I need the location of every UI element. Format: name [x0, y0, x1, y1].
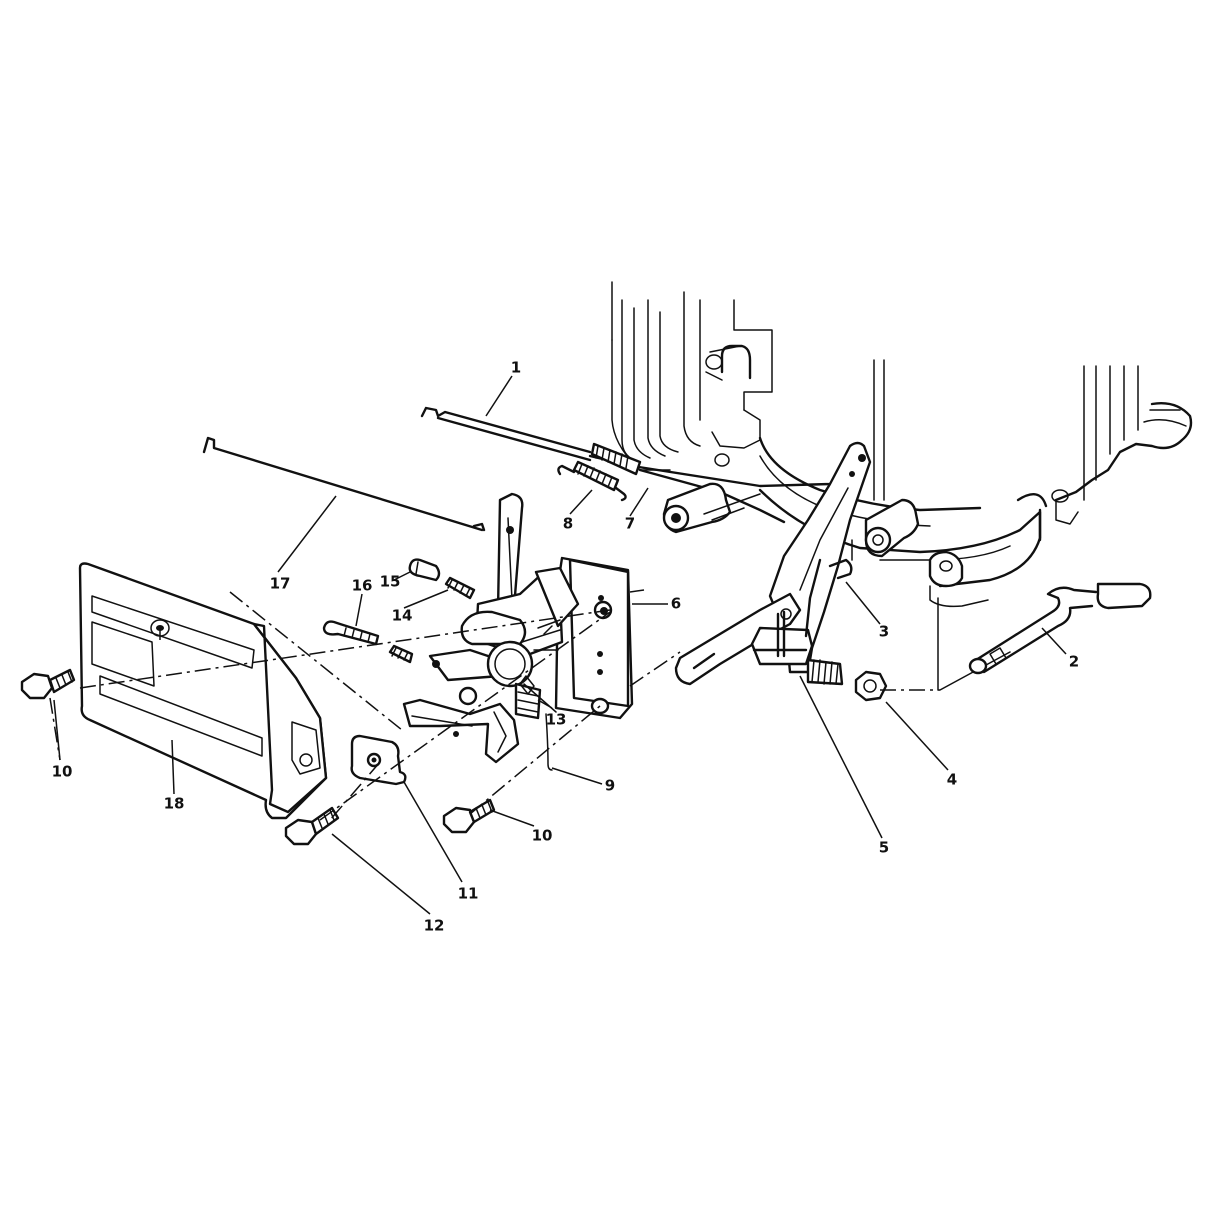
callout-16: 16 — [352, 577, 373, 595]
bolt-10-left — [20, 668, 76, 700]
part-8-spring — [557, 460, 627, 502]
callout-4: 4 — [947, 771, 957, 789]
callout-8: 8 — [563, 515, 573, 533]
callout-13: 13 — [546, 711, 567, 729]
callout-12: 12 — [424, 917, 445, 935]
bolt-12 — [284, 806, 340, 846]
callout-3: 3 — [879, 623, 889, 641]
part-16-screw — [322, 620, 380, 646]
part-5-governor-lever — [674, 441, 872, 686]
part-1-rod — [420, 406, 842, 488]
callout-5: 5 — [879, 839, 889, 857]
post-right — [864, 498, 920, 558]
part-14-spring — [388, 576, 476, 664]
callout-6: 6 — [671, 595, 681, 613]
callout-7: 7 — [625, 515, 635, 533]
callout-10-center: 10 — [532, 827, 553, 845]
part-2-shaft — [968, 582, 1152, 675]
part-17-rod — [202, 436, 486, 532]
alignment-lines — [49, 589, 940, 821]
bolt-10-center — [442, 798, 496, 834]
part-11-clip — [350, 734, 407, 786]
part-15-screw — [408, 558, 441, 582]
part-6-control-bracket — [402, 492, 634, 771]
callout-1: 1 — [511, 359, 521, 377]
part-13-spring — [519, 675, 535, 695]
callout-9: 9 — [605, 777, 615, 795]
leader-lines — [53, 375, 1067, 915]
callout-2: 2 — [1069, 653, 1079, 671]
part-3-clip — [828, 558, 853, 580]
callout-18: 18 — [164, 795, 185, 813]
callout-11: 11 — [458, 885, 479, 903]
part-18-cover-plate — [78, 562, 328, 820]
callout-14: 14 — [392, 607, 413, 625]
callout-10-left: 10 — [52, 763, 73, 781]
callout-labels: 1 2 3 4 5 6 7 8 9 10 10 11 12 13 14 15 1… — [52, 359, 1080, 935]
part-4-nut — [854, 670, 888, 702]
bushing — [662, 482, 761, 534]
callout-17: 17 — [270, 575, 291, 593]
callout-15: 15 — [380, 573, 401, 591]
